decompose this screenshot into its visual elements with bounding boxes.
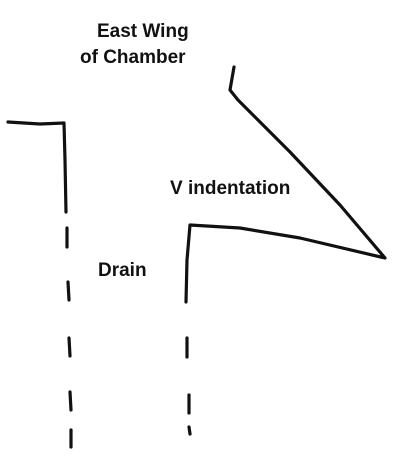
drain-label: Drain <box>98 260 147 281</box>
left-wall-dash-2 <box>66 280 71 302</box>
v-indentation-outline <box>184 65 387 304</box>
left-wall-dash-3 <box>67 336 72 358</box>
left-wall-dash-4 <box>68 390 73 412</box>
left-wall-solid <box>6 120 68 214</box>
east-wing-label-line2: of Chamber <box>80 47 186 68</box>
v-indentation-label: V indentation <box>170 178 291 199</box>
right-wall-dash-3 <box>187 425 192 436</box>
east-wing-label-line1: East Wing <box>97 21 189 42</box>
